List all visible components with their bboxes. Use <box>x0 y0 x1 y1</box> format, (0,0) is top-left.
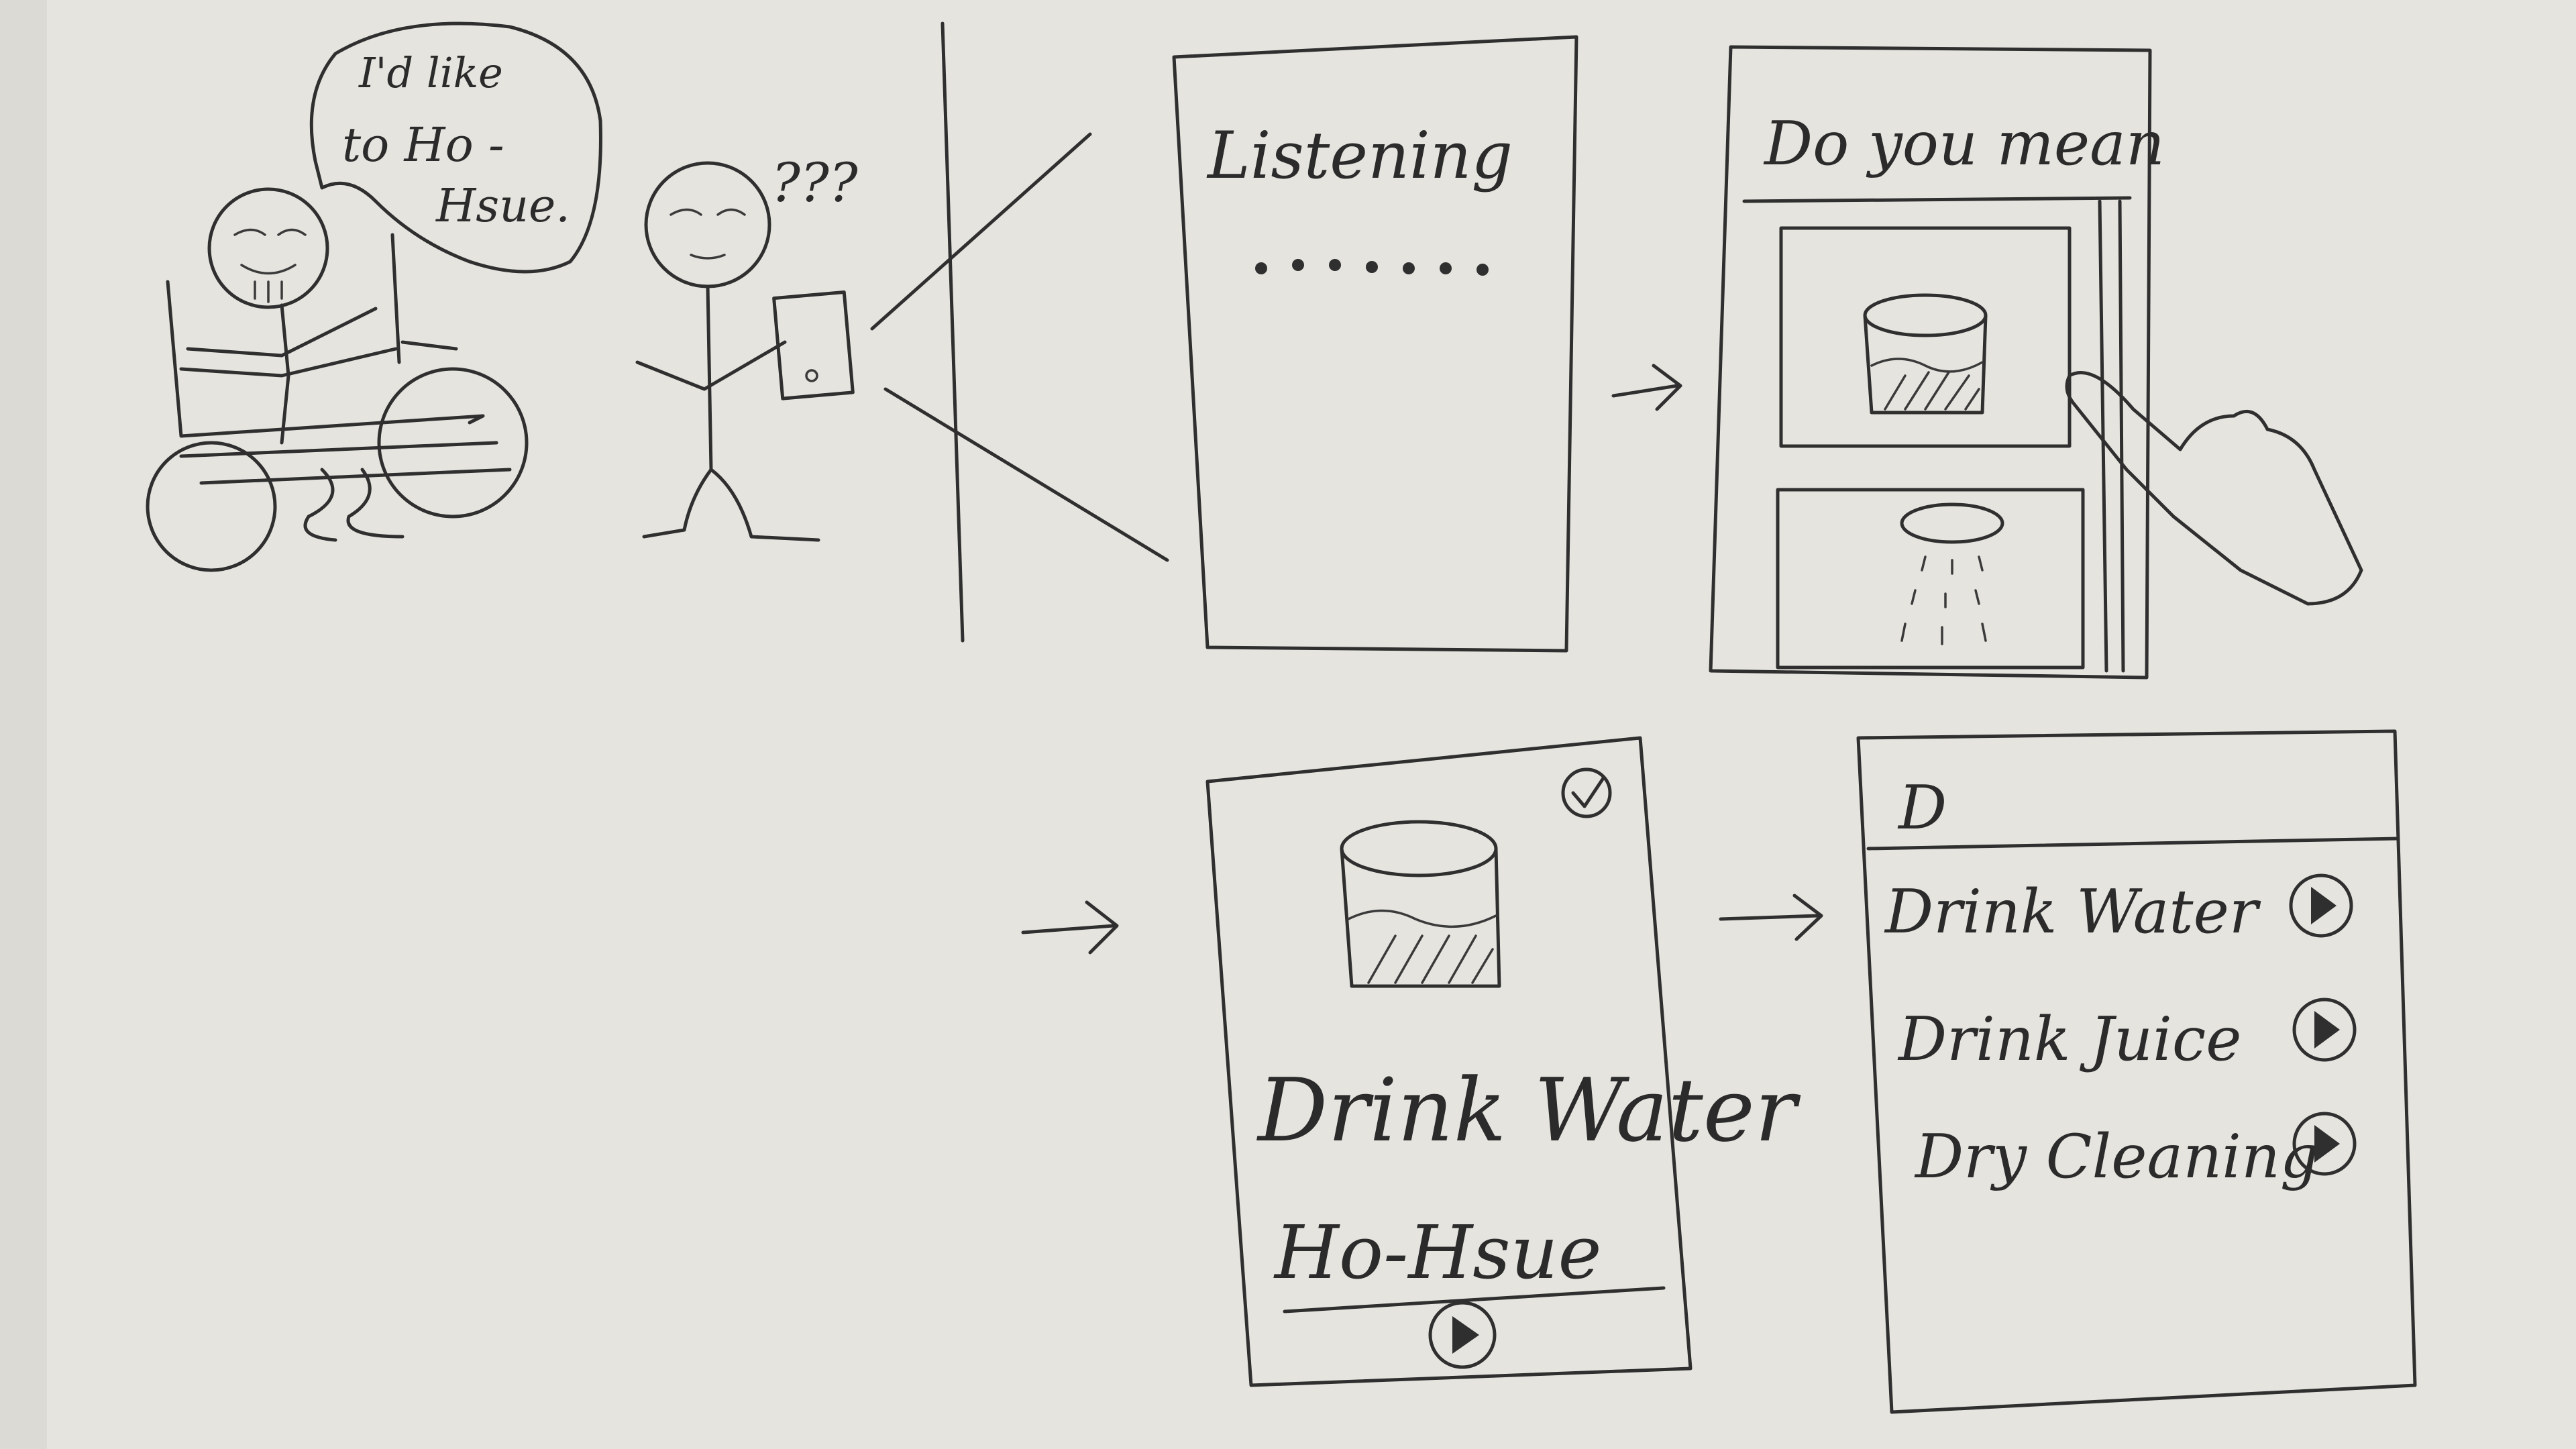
do-you-mean-title: Do you mean <box>1763 109 2165 179</box>
flow-arrow-1 <box>1611 364 1682 411</box>
listening-title: Listening <box>1206 118 1513 193</box>
speech-bubble: I'd like to Ho - Hsue. <box>309 21 602 274</box>
list-item[interactable]: Dry Cleaning <box>1914 1112 2357 1192</box>
result-label: Drink Water <box>1256 1059 1801 1161</box>
transcript-underline <box>1283 1286 1666 1313</box>
flow-arrow-2 <box>1021 900 1119 955</box>
result-screen: Drink Water Ho-Hsue <box>1205 736 1801 1387</box>
scene-divider <box>941 21 965 643</box>
speech-line-2: to Ho - <box>342 117 504 172</box>
play-icon <box>2314 1125 2340 1163</box>
result-transcript: Ho-Hsue <box>1273 1210 1602 1295</box>
option-card-shower[interactable] <box>1776 488 2085 669</box>
phone-icon <box>772 290 855 400</box>
play-button[interactable] <box>2292 1112 2357 1176</box>
listening-dots <box>1255 259 1489 276</box>
wheelchair-person-figure <box>146 187 529 572</box>
list-item[interactable]: Drink Water <box>1884 873 2353 947</box>
list-item-label: Drink Water <box>1884 877 2261 947</box>
list-item[interactable]: Drink Juice <box>1897 998 2357 1075</box>
water-glass-icon <box>1863 293 1988 415</box>
shower-icon <box>1900 502 2004 645</box>
play-button[interactable] <box>2292 998 2357 1062</box>
list-item-label: Drink Juice <box>1897 1004 2242 1075</box>
zoom-lines <box>870 132 1169 562</box>
flow-arrow-3 <box>1719 894 1823 941</box>
list-item-label: Dry Cleaning <box>1914 1122 2319 1192</box>
standing-person-figure: ??? <box>635 152 859 542</box>
list-screen: D Drink Water Drink Juice Dry Cleaning <box>1856 729 2417 1414</box>
list-query-input[interactable]: D <box>1897 773 1947 843</box>
speech-line-3: Hsue. <box>435 180 570 233</box>
play-button[interactable] <box>2289 873 2353 938</box>
listening-screen: Listening <box>1172 35 1578 653</box>
play-icon <box>2314 1011 2340 1049</box>
water-glass-icon <box>1340 820 1501 988</box>
pointing-hand-icon <box>2065 371 2363 606</box>
paper-edge <box>0 0 47 1449</box>
option-card-water[interactable] <box>1779 226 2072 448</box>
speech-line-1: I'd like <box>358 48 503 97</box>
do-you-mean-screen: Do you mean <box>1709 45 2363 680</box>
checkmark-icon[interactable] <box>1561 767 1612 818</box>
confused-mark: ??? <box>771 152 859 214</box>
scrollbar[interactable] <box>2098 199 2125 673</box>
play-icon <box>2311 887 2337 924</box>
play-icon <box>1452 1316 1479 1354</box>
play-button[interactable] <box>1428 1301 1497 1369</box>
